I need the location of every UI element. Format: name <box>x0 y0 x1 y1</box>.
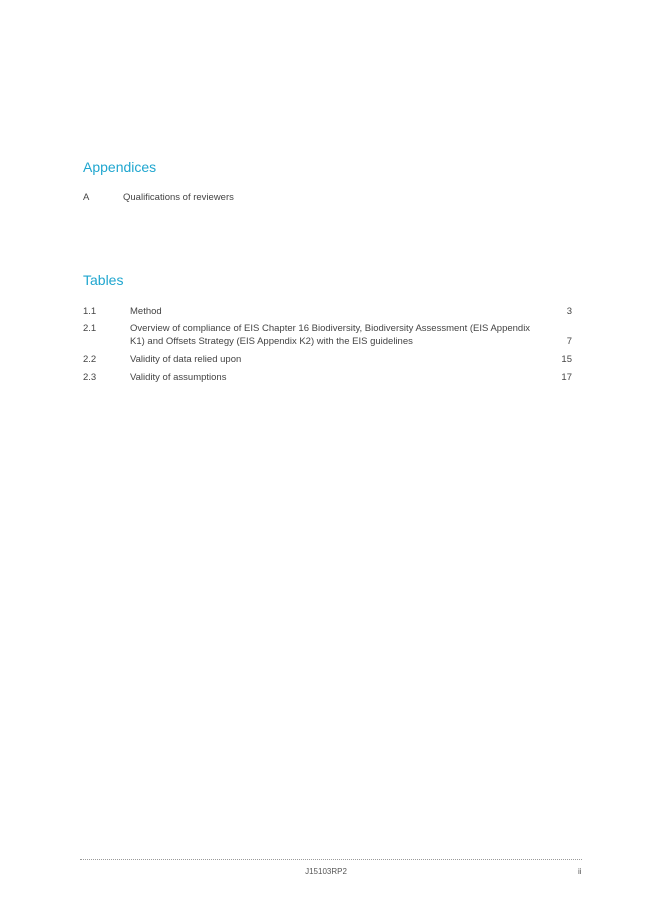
appendices-heading: Appendices <box>83 159 157 175</box>
table-page: 15 <box>561 354 572 365</box>
table-entry: 2.1 Overview of compliance of EIS Chapte… <box>83 322 572 348</box>
table-title: Overview of compliance of EIS Chapter 16… <box>130 323 531 347</box>
table-number: 2.3 <box>83 372 97 383</box>
table-number: 1.1 <box>83 306 97 317</box>
table-page: 3 <box>566 306 572 317</box>
table-entry: 2.2 Validity of data relied upon 15 <box>83 353 572 366</box>
table-title: Validity of data relied upon <box>130 354 242 365</box>
table-number: 2.1 <box>83 323 97 334</box>
table-entry: 1.1 Method 3 <box>83 305 572 318</box>
appendix-letter: A <box>83 192 90 203</box>
table-page: 17 <box>561 372 572 383</box>
table-title: Method <box>130 306 162 317</box>
footer-divider <box>80 859 582 860</box>
table-number: 2.2 <box>83 354 97 365</box>
table-title: Validity of assumptions <box>130 372 227 383</box>
appendix-title: Qualifications of reviewers <box>123 192 234 203</box>
footer-document-code: J15103RP2 <box>305 867 347 876</box>
footer-page-number: ii <box>578 867 582 876</box>
table-entry: 2.3 Validity of assumptions 17 <box>83 371 572 384</box>
table-page: 7 <box>566 336 572 347</box>
tables-heading: Tables <box>83 272 124 288</box>
